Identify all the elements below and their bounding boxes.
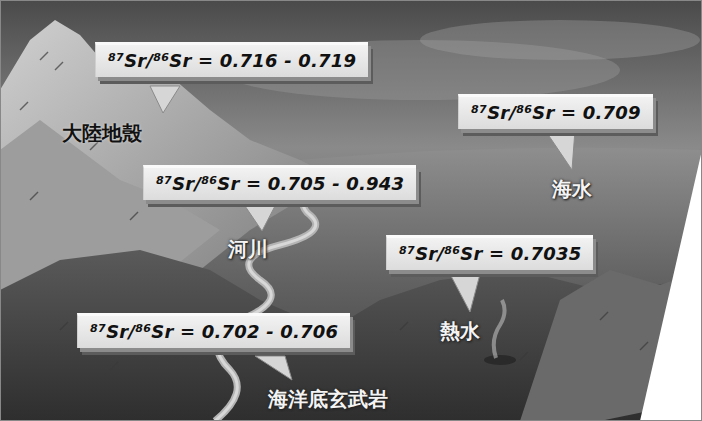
ratio-callout: ⁸⁷Sr/⁸⁶Sr = 0.709 <box>458 94 653 129</box>
ratio-text: ⁸⁷Sr/⁸⁶Sr = 0.709 <box>471 102 641 123</box>
ratio-text: ⁸⁷Sr/⁸⁶Sr = 0.702 - 0.706 <box>90 321 338 342</box>
place-label: 海水 <box>552 176 592 203</box>
ratio-callout: ⁸⁷Sr/⁸⁶Sr = 0.705 - 0.943 <box>143 165 416 200</box>
ratio-text: ⁸⁷Sr/⁸⁶Sr = 0.705 - 0.943 <box>156 173 404 194</box>
ratio-callout: ⁸⁷Sr/⁸⁶Sr = 0.7035 <box>386 235 593 270</box>
place-label: 海洋底玄武岩 <box>268 386 388 413</box>
place-label: 大陸地殼 <box>62 120 142 147</box>
place-label: 熱水 <box>440 318 480 345</box>
place-label: 河川 <box>228 236 268 263</box>
ratio-text: ⁸⁷Sr/⁸⁶Sr = 0.716 - 0.719 <box>108 50 356 71</box>
ratio-callout: ⁸⁷Sr/⁸⁶Sr = 0.716 - 0.719 <box>95 42 368 77</box>
ratio-text: ⁸⁷Sr/⁸⁶Sr = 0.7035 <box>399 243 581 264</box>
ratio-callout: ⁸⁷Sr/⁸⁶Sr = 0.702 - 0.706 <box>77 313 350 348</box>
